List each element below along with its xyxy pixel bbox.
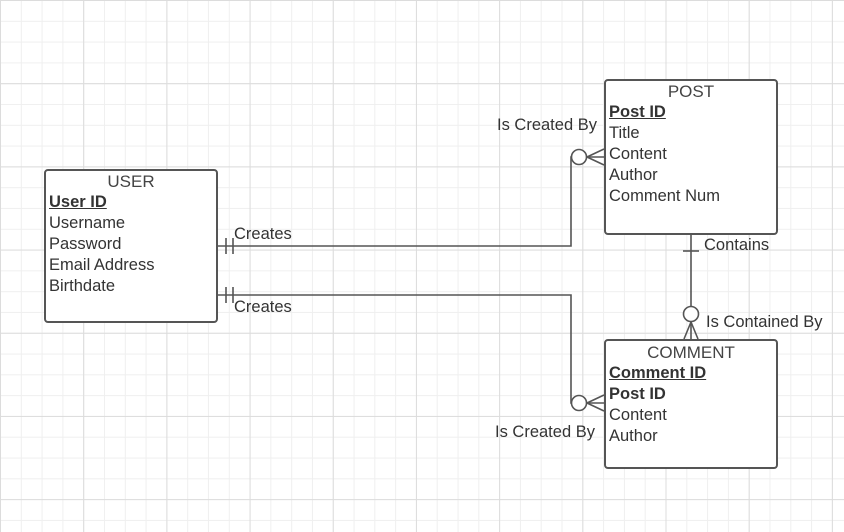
- label-comment-is-created-by: Is Created By: [495, 423, 595, 441]
- attribute-password: Password: [49, 235, 122, 253]
- label-user-creates-comment: Creates: [234, 298, 292, 316]
- crowsfoot-bottom: [586, 156, 605, 166]
- attribute-comment-num: Comment Num: [609, 187, 720, 205]
- entity-comment-attributes: Comment ID Post ID Content Author: [606, 363, 776, 447]
- entity-user[interactable]: USER User ID Username Password Email Add…: [44, 169, 218, 323]
- crowsfoot-top: [586, 148, 605, 158]
- attribute-title: Title: [609, 124, 640, 142]
- crowsfoot-top: [586, 394, 605, 404]
- label-user-creates-post: Creates: [234, 225, 292, 243]
- crowsfoot-left: [683, 321, 692, 340]
- attribute-comment-author: Author: [609, 427, 658, 445]
- entity-user-attributes: User ID Username Password Email Address …: [46, 192, 216, 297]
- attribute-comment-post-id: Post ID: [609, 385, 666, 403]
- entity-post-title: POST: [667, 82, 715, 101]
- entity-post-attributes: Post ID Title Content Author Comment Num: [606, 102, 776, 207]
- zero-optional-circle: [682, 305, 700, 323]
- label-post-contains: Contains: [704, 236, 770, 254]
- attribute-username: Username: [49, 214, 126, 232]
- connector-user-comment[interactable]: [218, 287, 605, 412]
- attribute-content: Content: [609, 145, 667, 163]
- crowsfoot-right: [690, 321, 699, 340]
- attribute-user-id: User ID: [49, 193, 107, 211]
- connector-user-post[interactable]: [218, 148, 605, 254]
- attribute-author: Author: [609, 166, 658, 184]
- entity-user-title: USER: [107, 172, 155, 191]
- crowsfoot-bottom: [586, 402, 605, 412]
- attribute-comment-id: Comment ID: [609, 364, 707, 382]
- attribute-email-address: Email Address: [49, 256, 155, 274]
- label-comment-is-contained-by: Is Contained By: [706, 313, 823, 331]
- attribute-birthdate: Birthdate: [49, 277, 116, 295]
- entity-comment[interactable]: COMMENT Comment ID Post ID Content Autho…: [604, 339, 778, 469]
- zero-optional-circle: [570, 394, 588, 412]
- label-post-is-created-by: Is Created By: [497, 116, 597, 134]
- entity-post[interactable]: POST Post ID Title Content Author Commen…: [604, 79, 778, 235]
- entity-comment-title: COMMENT: [647, 343, 735, 362]
- attribute-post-id: Post ID: [609, 103, 666, 121]
- connector-post-comment[interactable]: [682, 235, 700, 340]
- zero-optional-circle: [570, 148, 588, 166]
- attribute-comment-content: Content: [609, 406, 667, 424]
